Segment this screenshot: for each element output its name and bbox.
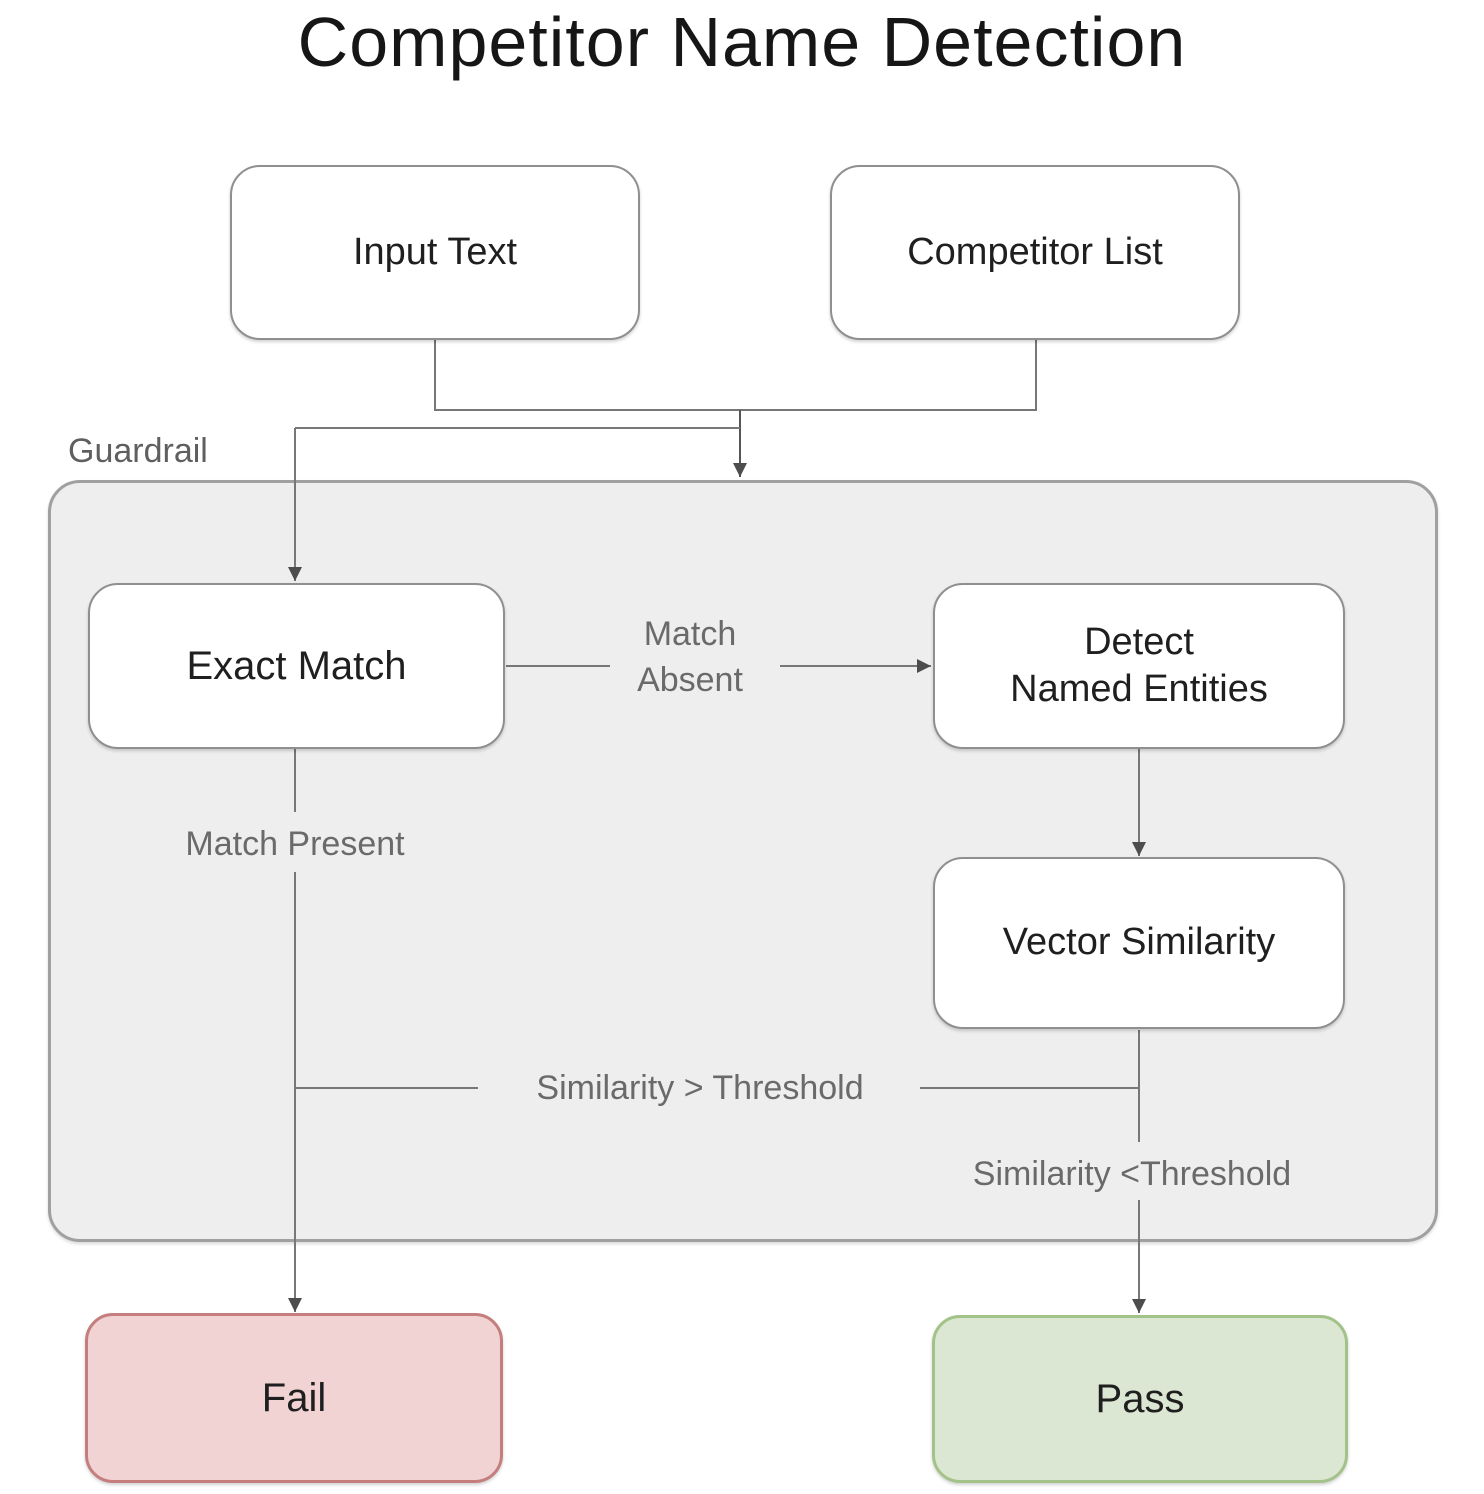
node-competitor-list: Competitor List: [830, 165, 1240, 340]
edge-label-match-absent-line2: Absent: [637, 660, 743, 699]
edge-label-match-absent: Match Absent: [590, 612, 790, 704]
node-vector-similarity-label: Vector Similarity: [1002, 921, 1276, 964]
node-detect-label-line2: Named Entities: [1010, 668, 1268, 710]
node-competitor-list-label: Competitor List: [907, 230, 1163, 273]
edge-label-similarity-above-threshold: Similarity > Threshold: [536, 1069, 864, 1107]
node-fail: Fail: [85, 1313, 503, 1483]
guardrail-label: Guardrail: [68, 432, 208, 470]
node-input-text-label: Input Text: [352, 230, 518, 273]
node-input-text: Input Text: [230, 165, 640, 340]
node-vector-similarity: Vector Similarity: [933, 857, 1345, 1029]
node-detect-label-line1: Detect: [1084, 620, 1194, 663]
edge-label-similarity-below-threshold: Similarity <Threshold: [972, 1155, 1292, 1193]
node-detect-named-entities: Detect Named Entities: [933, 583, 1345, 749]
node-exact-match-label: Exact Match: [186, 644, 407, 688]
node-exact-match: Exact Match: [88, 583, 505, 749]
edge-label-match-absent-line1: Match: [643, 615, 737, 653]
edge-inputs-merge-bar: [434, 340, 1037, 411]
node-pass-label: Pass: [1095, 1377, 1185, 1421]
edge-label-match-present: Match Present: [185, 825, 405, 863]
page-title: Competitor Name Detection: [297, 3, 1187, 81]
node-fail-label: Fail: [261, 1376, 327, 1420]
node-pass: Pass: [932, 1315, 1348, 1483]
